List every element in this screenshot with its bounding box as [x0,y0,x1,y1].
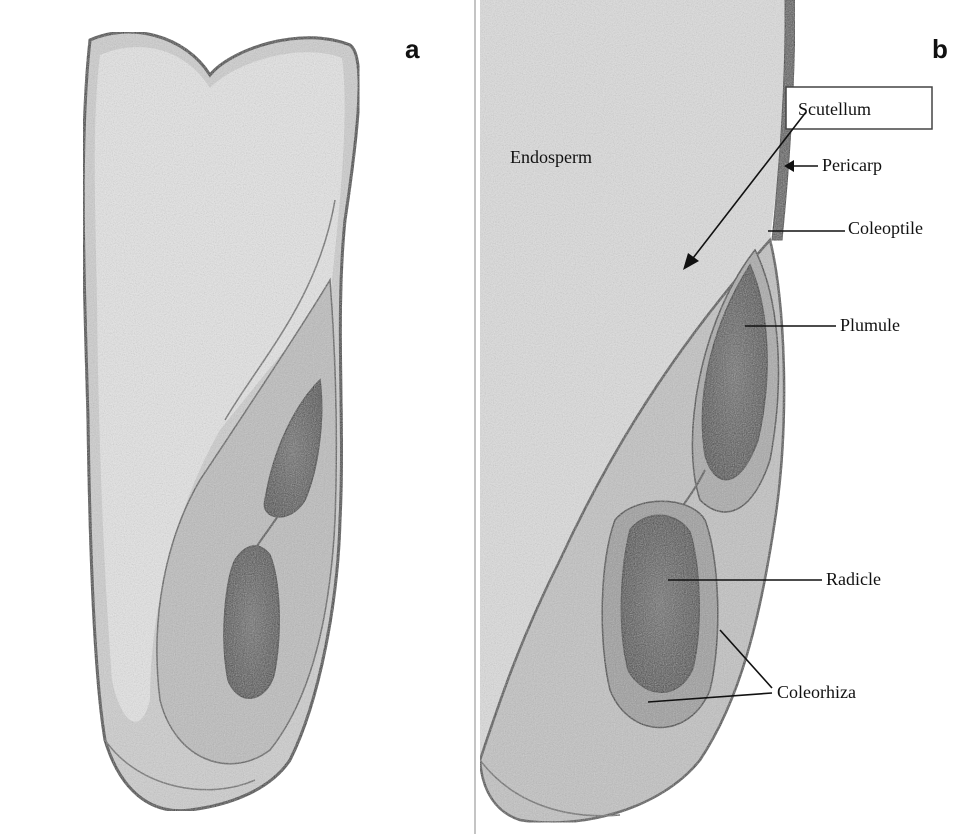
plumule-label: Plumule [840,315,900,335]
pericarp-label: Pericarp [822,155,882,175]
panel-letter-b: b [932,34,948,64]
panel-b [480,0,795,823]
coleoptile-label: Coleoptile [848,218,923,238]
coleorhiza-label: Coleorhiza [777,682,856,702]
radicle-label: Radicle [826,569,881,589]
endosperm-label: Endosperm [510,147,592,167]
panel-a [83,32,359,811]
panel-letter-a: a [405,34,420,64]
scutellum-label: Scutellum [798,99,871,119]
radicle-b [621,515,699,692]
radicle-a [224,546,279,698]
